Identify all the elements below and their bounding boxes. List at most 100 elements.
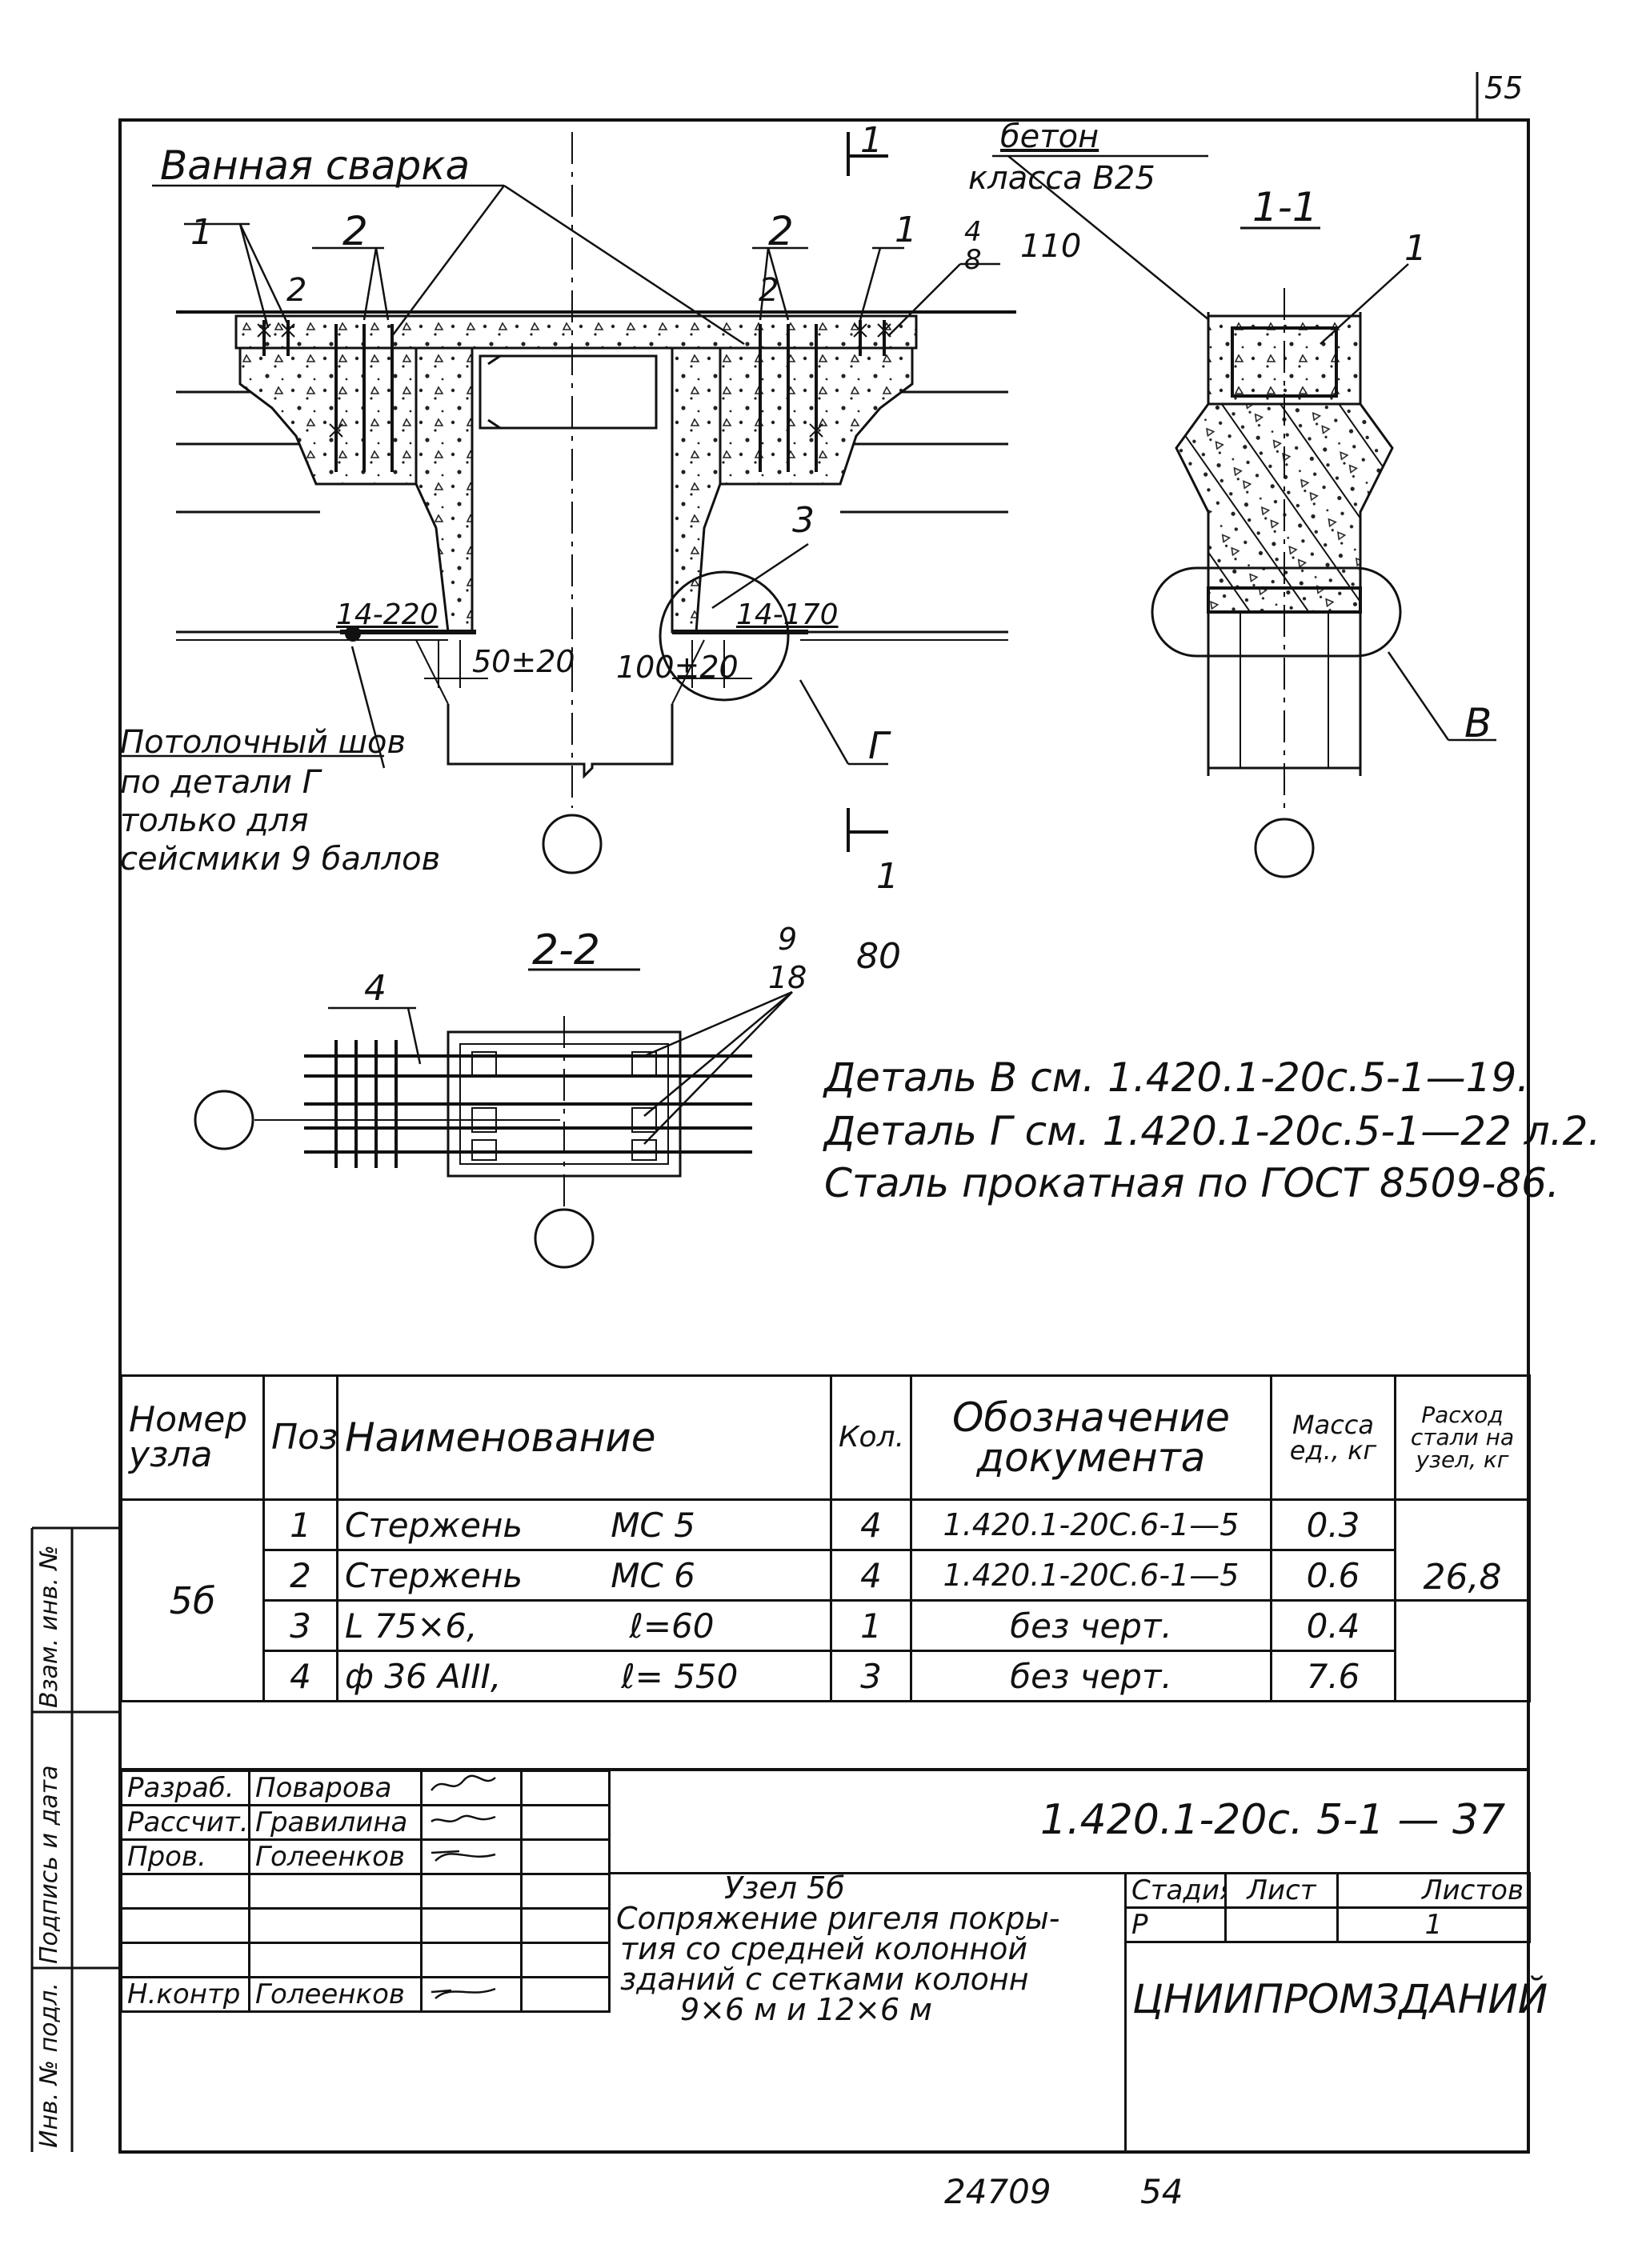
node-title-5: 9×6 м и 12×6 м — [680, 1992, 932, 2027]
callout-pos4: 4 — [364, 968, 386, 1009]
stage-value: Р — [1124, 1906, 1227, 1943]
callout-pos2-left: 2 — [342, 208, 368, 254]
callout-pos2-left-small: 2 — [286, 272, 307, 309]
header-name: Наименование — [336, 1374, 832, 1501]
header-doc: Обозначение документа — [910, 1374, 1272, 1501]
role-label: Рассчит. — [120, 1804, 250, 1841]
sheets-label: Листов — [1336, 1872, 1531, 1909]
signature — [420, 1838, 523, 1875]
role-row: Рассчит.Гравилина — [120, 1804, 611, 1841]
callout-pos1-section: 1 — [1404, 228, 1427, 269]
node-number-cell: 5б — [120, 1498, 265, 1702]
cell-qty: 3 — [830, 1650, 912, 1702]
header-qty: Кол. — [830, 1374, 912, 1501]
role-row — [120, 1907, 611, 1944]
role-name: Поварова — [248, 1770, 423, 1806]
cell-pos: 4 — [262, 1650, 338, 1702]
organization-name: ЦНИИПРОМЗДАНИЙ — [1132, 1976, 1548, 2022]
role-row: Пров.Голеенков — [120, 1838, 611, 1875]
role-label: Разраб. — [120, 1770, 250, 1806]
cell-doc: 1.420.1-20С.6-1—5 — [910, 1549, 1272, 1602]
cell-mark: ℓ= 550 — [621, 1656, 739, 1696]
detail-v-label: В — [1464, 700, 1492, 746]
section-2-2-title: 2-2 — [532, 926, 600, 974]
ceiling-weld-note-2: по детали Г — [120, 764, 320, 801]
header-steel: Расход стали на узел, кг — [1394, 1374, 1531, 1501]
cell-name: L 75×6,ℓ=60 — [336, 1599, 832, 1652]
note-detail-g: Деталь Г см. 1.420.1-20с.5-1—22 л.2. — [824, 1108, 1601, 1154]
node-title-3: тия со средней колонной — [620, 1931, 1028, 1966]
cell-pos: 3 — [262, 1599, 338, 1652]
steel-total-cell: 26,8 — [1394, 1498, 1531, 1602]
stamp-sign-date: Подпись и дата — [35, 1765, 63, 1965]
role-row: Разраб.Поварова — [120, 1770, 611, 1806]
stage-label: Стадия — [1124, 1872, 1227, 1909]
role-name: Гравилина — [248, 1804, 423, 1841]
table-row: 3 L 75×6,ℓ=60 1 без черт. 0.4 — [122, 1599, 1531, 1702]
ceiling-weld-note-1: Потолочный шов — [120, 724, 406, 761]
role-name: Голеенков — [248, 1838, 423, 1875]
cell-mark: ℓ=60 — [629, 1606, 715, 1646]
role-name: Голеенков — [248, 1976, 423, 2013]
table-row: 4 ф 36 AIII,ℓ= 550 3 без черт. 7.6 — [122, 1650, 1530, 1702]
cell-mark: МС 6 — [611, 1555, 695, 1595]
cell-name: ф 36 AIII,ℓ= 550 — [336, 1650, 832, 1702]
cell-mass: 0.6 — [1270, 1549, 1396, 1602]
title-block-org-divider — [1124, 1872, 1127, 2152]
bath-welding-label: Ванная сварка — [160, 142, 471, 189]
callout-pos2-right: 2 — [768, 208, 794, 254]
sheets-value: 1 — [1336, 1906, 1531, 1943]
role-row — [120, 1942, 611, 1978]
dim-50: 50±20 — [472, 644, 575, 679]
callout-pos3: 3 — [792, 500, 815, 541]
note-detail-v: Деталь В см. 1.420.1-20с.5-1—19. — [824, 1054, 1530, 1101]
ceiling-weld-note-4: сейсмики 9 баллов — [120, 841, 441, 878]
cell-qty: 4 — [830, 1498, 912, 1551]
steel-empty-cell — [1394, 1599, 1531, 1702]
concrete-label-line2: класса В25 — [968, 160, 1155, 197]
cell-mass: 0.3 — [1270, 1498, 1396, 1551]
dim-100: 100±20 — [616, 650, 739, 685]
node-title-4: зданий с сетками колонн — [620, 1962, 1029, 1997]
header-pos: Поз. — [262, 1374, 338, 1501]
document-code: 1.420.1-20с. 5-1 — 37 — [1040, 1796, 1506, 1844]
cell-mark: МС 5 — [611, 1505, 695, 1545]
specification-table: Номер узла Поз. Наименование Кол. Обозна… — [120, 1374, 1531, 1702]
rebar-top-denominator: 8 — [964, 244, 982, 276]
cell-pos: 2 — [262, 1549, 338, 1602]
cell-qty: 1 — [830, 1599, 912, 1652]
section-1-1-title: 1-1 — [1252, 184, 1318, 230]
stamp-inv-orig: Инв. № подл. — [35, 1982, 63, 2148]
role-row — [120, 1873, 611, 1910]
title-block-top-line — [120, 1768, 1528, 1771]
callout-pos1-right: 1 — [895, 210, 917, 250]
rebar-22-denominator: 18 — [768, 960, 807, 995]
cell-qty: 4 — [830, 1549, 912, 1602]
rebar-top-length: 110 — [1020, 228, 1082, 265]
footer-number: 24709 — [944, 2172, 1051, 2211]
sheet-label: Лист — [1224, 1872, 1339, 1909]
detail-g-label: Г — [868, 724, 889, 767]
stamp-replace-inv: Взам. инв. № — [35, 1545, 63, 1708]
page-number: 55 — [1484, 70, 1524, 106]
cell-doc: 1.420.1-20С.6-1—5 — [910, 1498, 1272, 1551]
title-block-mid-line — [608, 1872, 1528, 1874]
node-title-2: Сопряжение ригеля покры- — [616, 1901, 1060, 1936]
section-mark-bottom: 1 — [876, 856, 899, 897]
table-header-row: Номер узла Поз. Наименование Кол. Обозна… — [120, 1374, 1531, 1501]
cell-mass: 7.6 — [1270, 1650, 1396, 1702]
cell-doc: без черт. — [910, 1650, 1272, 1702]
rebar-top-numerator: 4 — [964, 216, 982, 248]
header-node: Номер узла — [120, 1374, 265, 1501]
role-label: Н.контр — [120, 1976, 250, 2013]
signature — [420, 1770, 523, 1806]
cell-doc: без черт. — [910, 1599, 1272, 1652]
node-title-1: Узел 5б — [724, 1870, 845, 1906]
header-mass: Масса ед., кг — [1270, 1374, 1396, 1501]
